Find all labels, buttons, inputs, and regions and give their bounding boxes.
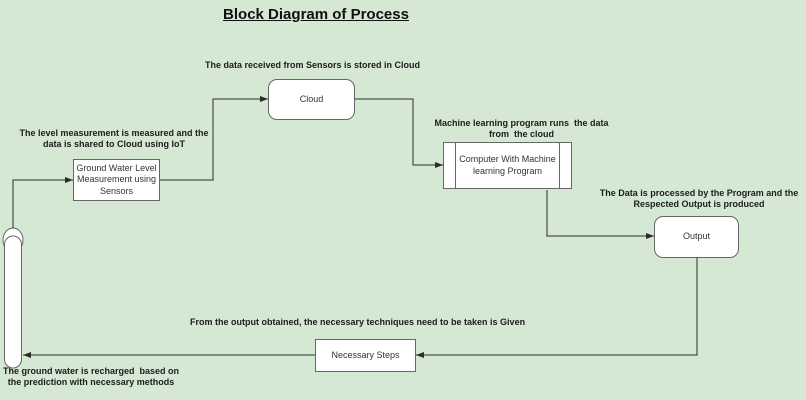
annotation-from-output: From the output obtained, the necessary … (190, 317, 526, 327)
connector-output-to-steps (416, 258, 698, 358)
node-output-label: Output (682, 231, 711, 242)
well-top-ellipse (2, 227, 24, 253)
node-ground-water-sensors: Ground Water Level Measurement using Sen… (73, 159, 160, 201)
node-necessary-steps: Necessary Steps (315, 339, 416, 372)
annotation-data-processed: The Data is processed by the Program and… (599, 188, 799, 210)
annotation-level-measurement: The level measurement is measured and th… (19, 128, 209, 150)
node-output: Output (654, 216, 739, 258)
diagram-title: Block Diagram of Process (223, 6, 409, 23)
well-capsule (4, 235, 22, 369)
node-computer-ml-label: Computer With Machine learning Program (459, 154, 556, 176)
connector-well-to-sensors (12, 177, 73, 228)
annotation-ml-runs: Machine learning program runs the data f… (434, 118, 609, 140)
predefined-process-left-bar (455, 143, 456, 188)
node-cloud-label: Cloud (299, 93, 324, 104)
annotation-recharged: The ground water is recharged based on t… (2, 366, 180, 388)
node-ground-water-sensors-label: Ground Water Level Measurement using Sen… (76, 163, 157, 196)
annotation-sensors-to-cloud: The data received from Sensors is stored… (204, 60, 421, 70)
node-computer-ml: Computer With Machine learning Program (443, 142, 572, 189)
node-necessary-steps-label: Necessary Steps (331, 349, 400, 360)
node-cloud: Cloud (268, 79, 355, 120)
predefined-process-right-bar (559, 143, 560, 188)
